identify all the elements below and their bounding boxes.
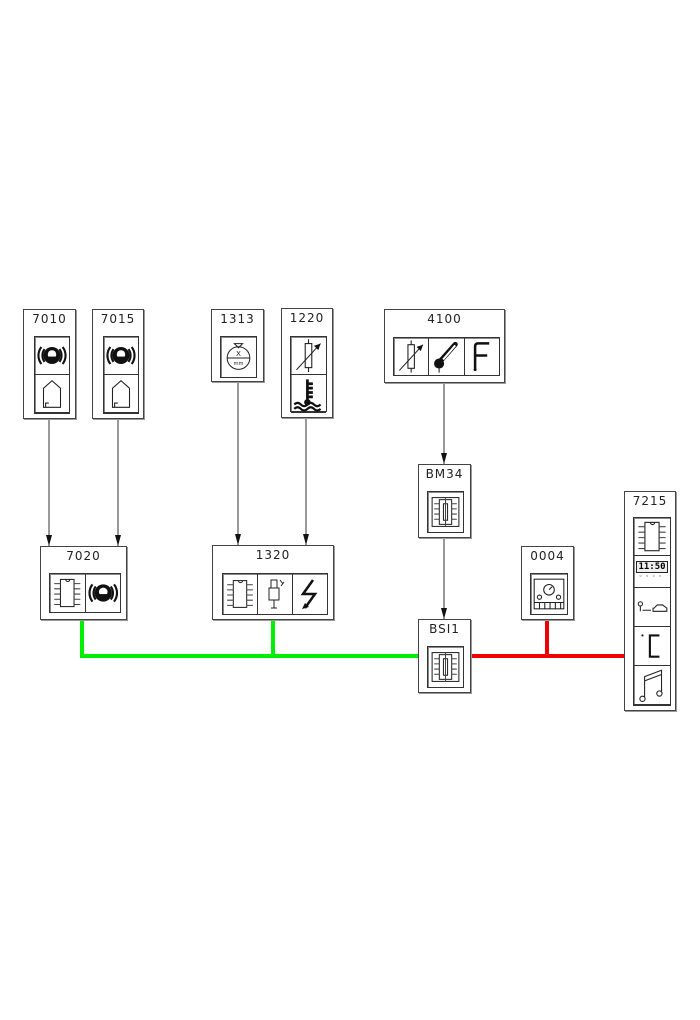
svg-text:X: X <box>236 349 241 358</box>
module-7020[interactable]: 7020 <box>40 546 127 620</box>
ecu-chip-icon <box>634 518 670 557</box>
fuse-box-icon <box>428 492 463 532</box>
house-icon <box>104 375 138 413</box>
module-0004[interactable]: 0004 <box>521 546 574 620</box>
house-icon <box>35 375 69 413</box>
variable-resistor-icon <box>291 337 326 376</box>
module-7215[interactable]: 7215 11:50 ◦◦◦◦ <box>624 491 676 711</box>
fuel-gauge-icon <box>465 338 499 375</box>
brake-pad-icon <box>86 574 121 612</box>
arrowhead <box>303 534 309 545</box>
module-label: 7020 <box>66 549 101 563</box>
svg-text:mm: mm <box>234 361 244 367</box>
clock-display-icon: 11:50 ◦◦◦◦ <box>634 556 670 588</box>
module-bsi1[interactable]: BSI1 <box>418 619 471 693</box>
person-car-icon <box>634 588 670 627</box>
module-label: 1220 <box>289 311 325 325</box>
variable-resistor-icon <box>394 338 430 375</box>
module-7015[interactable]: 7015 <box>92 309 144 419</box>
module-label: BSI1 <box>429 622 460 636</box>
module-label: 4100 <box>427 312 462 326</box>
module-1220[interactable]: 1220 <box>281 308 333 418</box>
arrowhead <box>441 608 447 619</box>
clock-display-text: 11:50 <box>636 561 668 574</box>
module-label: 7010 <box>32 312 67 326</box>
instrument-cluster-icon <box>531 574 567 614</box>
ecu-chip-icon <box>50 574 86 612</box>
arrowhead <box>115 535 121 546</box>
brake-pad-icon <box>35 337 69 375</box>
module-label: 7015 <box>100 312 136 326</box>
coolant-temperature-icon <box>291 375 326 414</box>
arrowhead <box>46 535 52 546</box>
arrowhead <box>235 534 241 545</box>
module-bm34[interactable]: BM34 <box>418 464 471 538</box>
injector-icon <box>258 574 293 614</box>
arrowhead <box>441 453 447 464</box>
ecu-chip-icon <box>223 574 258 614</box>
fuse-box-icon <box>428 647 463 687</box>
module-4100[interactable]: 4100 <box>384 309 505 383</box>
module-label: 0004 <box>530 549 565 563</box>
module-label: 1313 <box>220 312 255 326</box>
module-7010[interactable]: 7010 <box>23 309 76 419</box>
bracket-icon <box>634 627 670 666</box>
clock-dots: ◦◦◦◦ <box>638 573 666 581</box>
thermometer-icon <box>429 338 465 375</box>
module-label: BM34 <box>425 467 464 481</box>
music-note-icon <box>634 666 670 705</box>
module-label: 7215 <box>632 494 668 508</box>
can-bus-green <box>80 619 418 658</box>
lightning-icon <box>293 574 327 614</box>
can-bus-red <box>470 619 624 658</box>
module-1320[interactable]: 1320 <box>212 545 334 620</box>
module-label: 1320 <box>255 548 291 562</box>
brake-pad-icon <box>104 337 138 375</box>
